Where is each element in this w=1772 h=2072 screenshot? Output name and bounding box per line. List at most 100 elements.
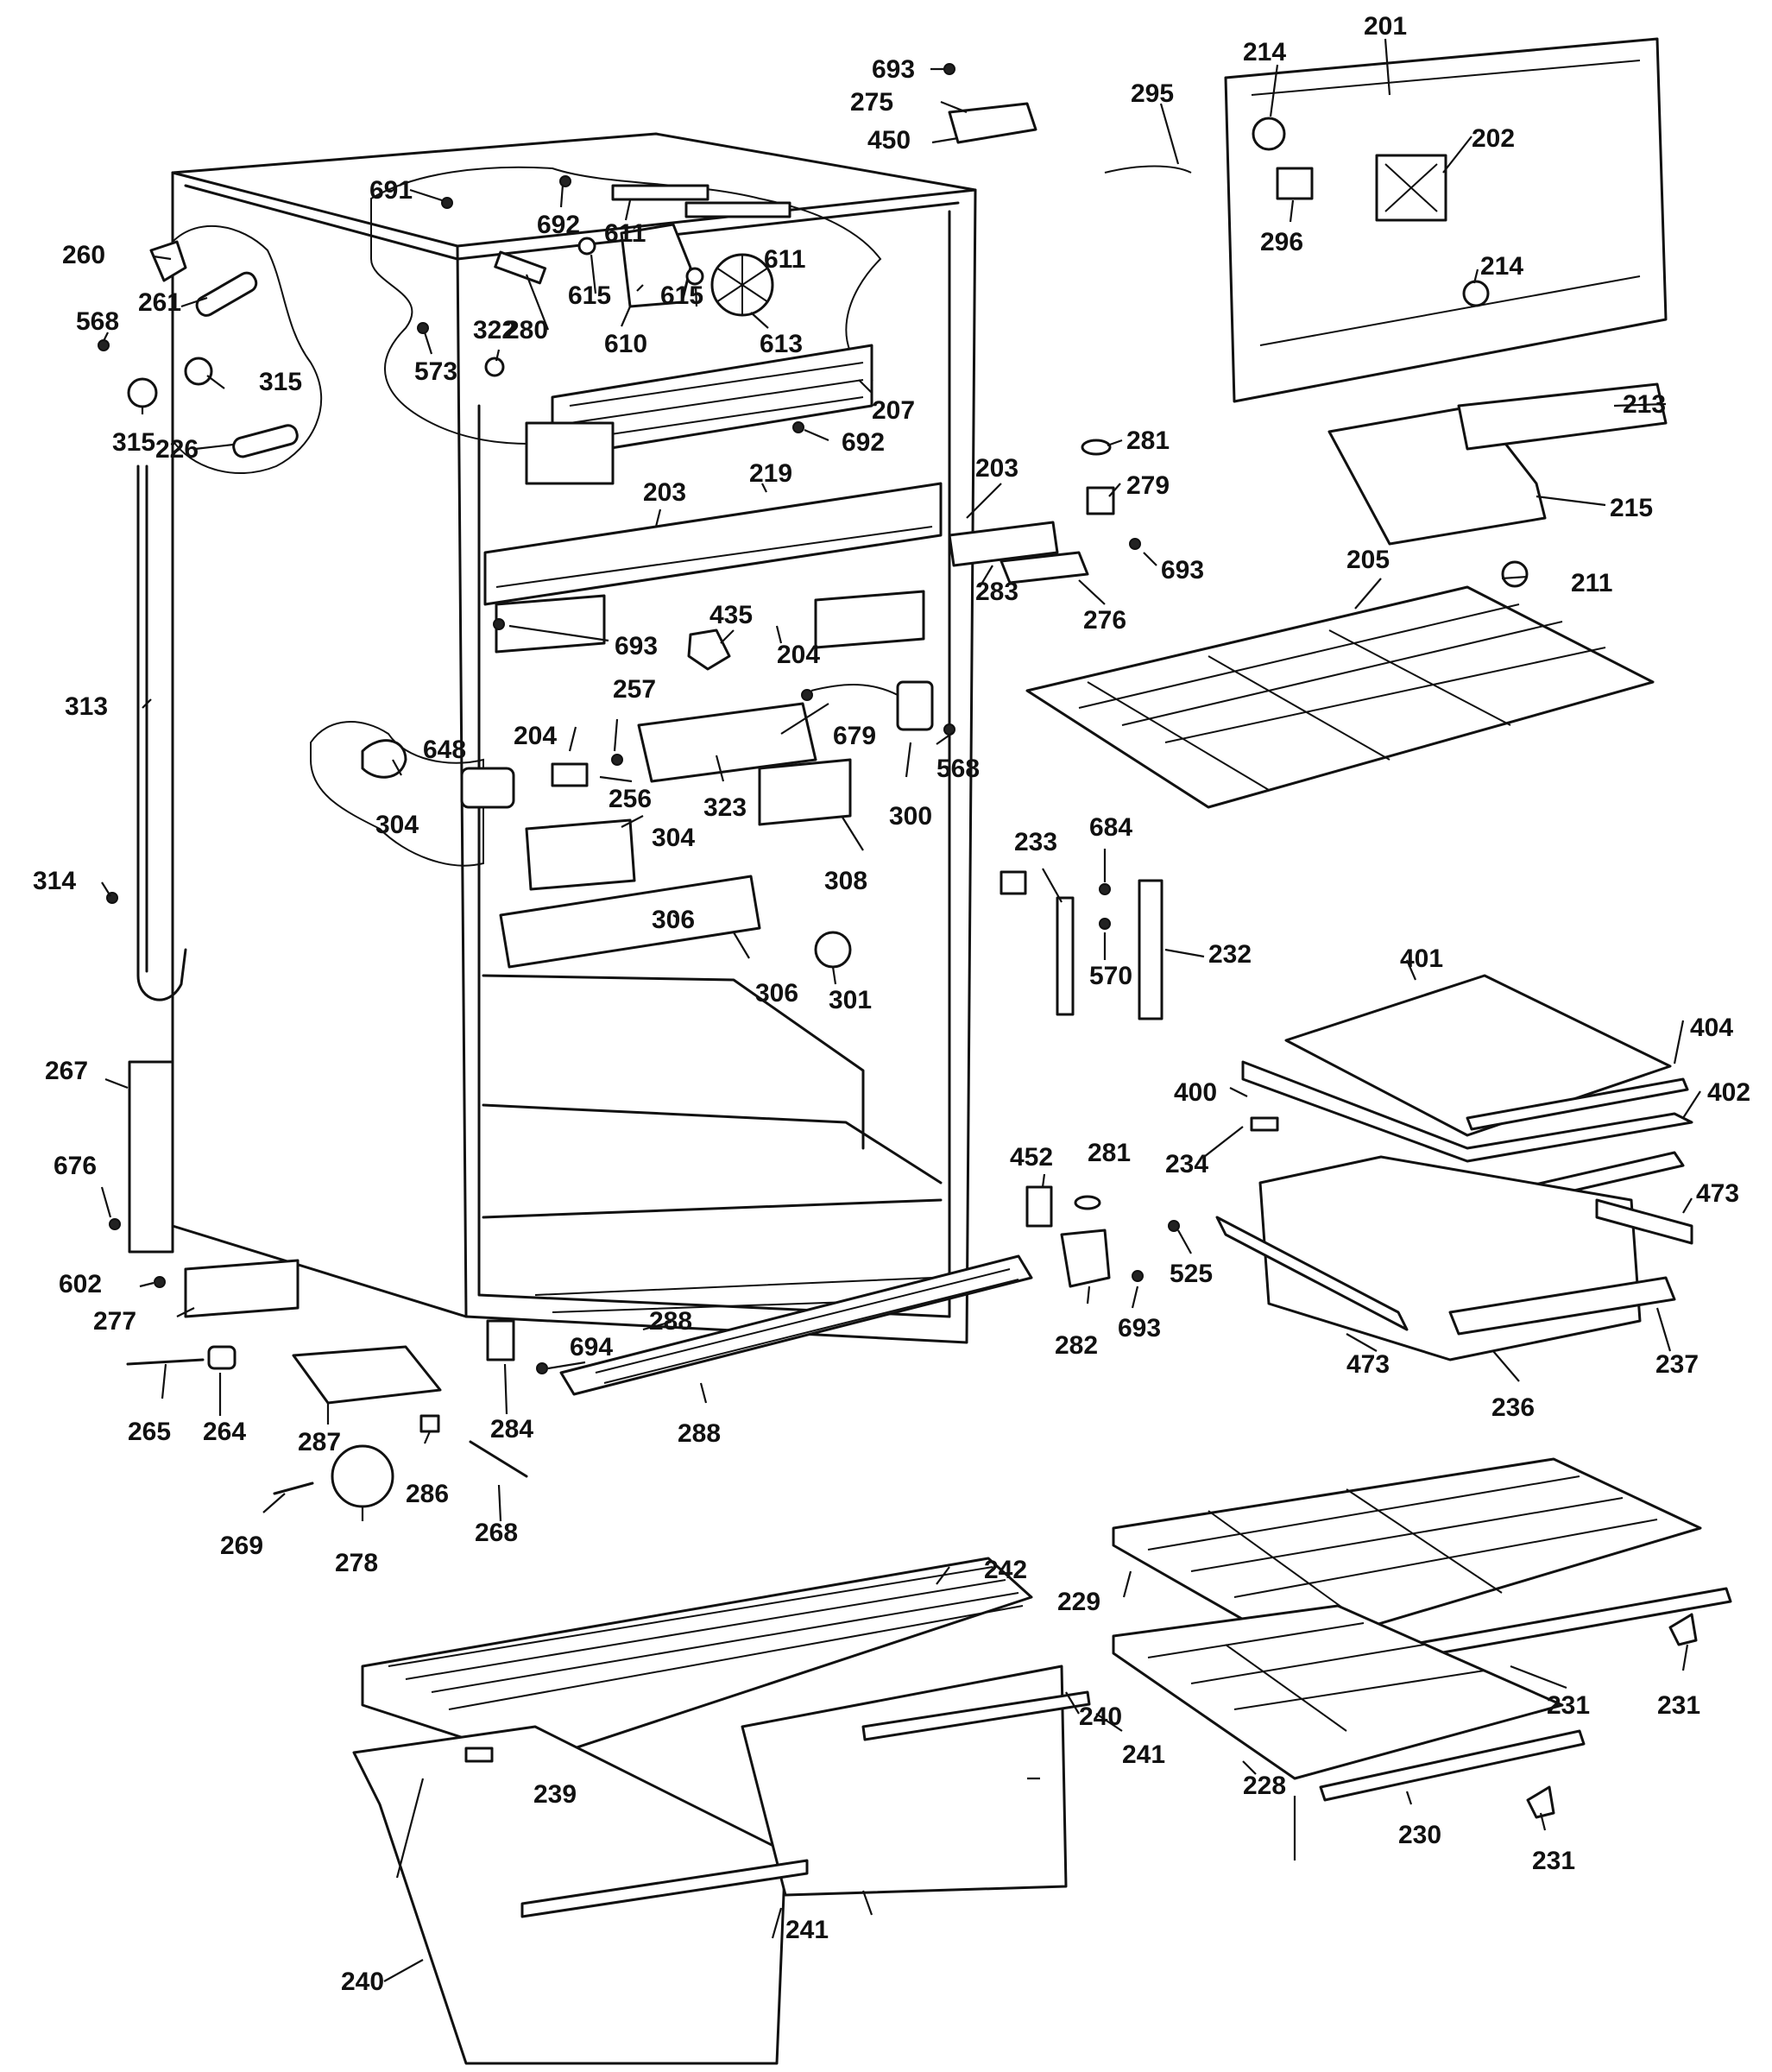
switch-296: [1276, 167, 1314, 200]
cabinet-floor: [482, 1198, 943, 1219]
nut-286: [419, 1414, 440, 1433]
label-240-left: 240: [341, 1968, 384, 1996]
label-679: 679: [833, 722, 876, 750]
screw-693-right: [1129, 538, 1141, 550]
screws: [98, 63, 1180, 1374]
label-230: 230: [1398, 1821, 1441, 1849]
leveler-287: [292, 1345, 442, 1405]
fan-bracket-a: [611, 184, 709, 201]
label-692-top: 692: [537, 211, 580, 239]
crisper-pan-240-left: [352, 1725, 787, 2065]
wire-shelf-229: [1112, 1457, 1702, 1651]
rear-panel-267: [128, 1060, 174, 1254]
label-237: 237: [1655, 1350, 1699, 1379]
label-296: 296: [1260, 228, 1303, 256]
label-282: 282: [1055, 1331, 1098, 1360]
screw-692-top: [559, 175, 571, 187]
hinge-277: [184, 1259, 300, 1318]
fan-housing-box: [525, 421, 615, 485]
label-306-b: 306: [755, 979, 798, 1008]
crisper-floor-slope: [482, 974, 865, 1150]
clip-231-b: [1526, 1785, 1555, 1819]
label-239: 239: [533, 1780, 577, 1809]
label-205: 205: [1346, 546, 1390, 574]
roller-278: [331, 1444, 394, 1508]
label-304-right: 304: [652, 824, 695, 852]
label-452: 452: [1010, 1143, 1053, 1172]
washer-281: [1081, 439, 1112, 456]
label-213: 213: [1623, 390, 1666, 419]
label-435: 435: [709, 601, 753, 629]
label-306-a: 306: [652, 906, 695, 934]
label-275: 275: [850, 88, 893, 117]
knob-211: [1501, 560, 1529, 588]
door-liner-edges: [1251, 60, 1641, 346]
label-308: 308: [824, 867, 867, 895]
grille-288: [559, 1254, 1033, 1396]
wire-shelf-205-wires: [1078, 603, 1606, 791]
label-570: 570: [1089, 962, 1132, 990]
label-615-a: 615: [568, 281, 611, 310]
label-207: 207: [872, 396, 915, 425]
cam-214-top: [1252, 117, 1286, 151]
callout-labels: 693 275 450 214 201 295 202 296 214 691 …: [33, 12, 1750, 1996]
crisper-assembly: [352, 1557, 1091, 2065]
left-callout-outline: [172, 224, 323, 474]
wire-shelf-229-wires: [1147, 1475, 1658, 1624]
label-315-left: 315: [112, 428, 155, 457]
label-265: 265: [128, 1418, 171, 1446]
label-231-a: 231: [1547, 1691, 1590, 1720]
freezer-shelf-205: [1025, 585, 1655, 809]
thermostat-capillary: [810, 684, 899, 696]
label-322: 322: [473, 316, 516, 344]
bushing-322: [484, 357, 505, 377]
label-450: 450: [867, 126, 911, 155]
crisper-cover-242: [361, 1557, 1033, 1763]
drain-tube-313: [136, 464, 187, 1001]
fan-motor: [620, 223, 692, 308]
light-socket-bracket-right: [814, 590, 925, 649]
label-313: 313: [65, 692, 108, 721]
label-473-right: 473: [1696, 1179, 1739, 1208]
screw-692: [792, 421, 804, 433]
label-283: 283: [975, 578, 1018, 606]
label-693-lower: 693: [1118, 1314, 1161, 1342]
label-692: 692: [842, 428, 885, 457]
leaders-bottom: [139, 1229, 1672, 1522]
clip-231-a: [1668, 1613, 1698, 1646]
label-214-bottom: 214: [1480, 252, 1523, 281]
screw-684: [1099, 883, 1111, 895]
label-693-top: 693: [872, 55, 915, 84]
crisper-cover-242-ribs: [388, 1566, 1024, 1710]
grommet-b: [685, 267, 704, 286]
label-691: 691: [369, 176, 413, 205]
label-473-left: 473: [1346, 1350, 1390, 1379]
label-219: 219: [749, 459, 792, 488]
label-694: 694: [570, 1333, 613, 1361]
label-267: 267: [45, 1057, 88, 1085]
hinge-275: [948, 102, 1037, 144]
screw-568-left: [98, 339, 110, 351]
spacer-284: [486, 1319, 515, 1361]
label-236: 236: [1491, 1393, 1535, 1422]
wire-shelf-205: [1025, 585, 1655, 809]
cabinet-top-inner-edge: [184, 184, 960, 261]
label-264: 264: [203, 1418, 246, 1446]
label-233: 233: [1014, 828, 1057, 856]
clip-239: [464, 1747, 494, 1763]
harness-295: [1104, 165, 1192, 174]
leaders-top-left: [103, 184, 769, 362]
spacer-452: [1025, 1185, 1053, 1228]
label-314: 314: [33, 867, 76, 895]
screw-602: [154, 1276, 166, 1288]
control-panel-306: [499, 875, 761, 969]
screw-693-mid: [493, 618, 505, 630]
label-281: 281: [1126, 426, 1170, 455]
label-568-right: 568: [936, 755, 980, 783]
bottom-parts: [126, 1254, 1033, 1508]
label-573: 573: [414, 357, 457, 386]
label-315-right: 315: [259, 368, 302, 396]
control-knob-housing-304: [525, 818, 636, 891]
leaders-lowest: [383, 1566, 1689, 1982]
